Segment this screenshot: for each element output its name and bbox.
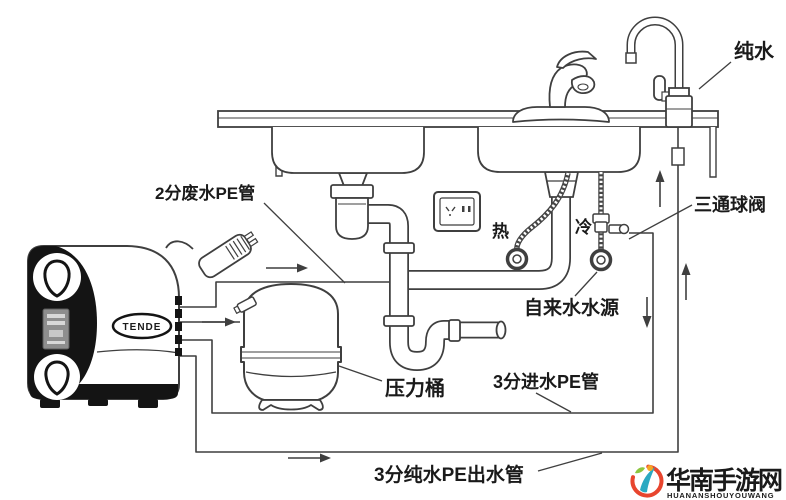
- faucet-lever: [556, 50, 597, 69]
- spout-tip: [625, 52, 637, 64]
- power-outlet: [433, 191, 481, 232]
- device-port: [175, 348, 182, 356]
- pure-pe-line: [179, 165, 679, 453]
- pressure-tank: [233, 283, 342, 411]
- water-purifier: TENDE: [27, 240, 194, 408]
- device-foot: [138, 399, 158, 408]
- tap-source-connector: [589, 248, 613, 272]
- pure-water-faucet: [625, 16, 693, 166]
- device-foot: [40, 399, 60, 408]
- hot-hose: [505, 172, 571, 271]
- flow-arrow-up-2: [681, 263, 691, 300]
- three-way-valve-fitting: [592, 213, 630, 235]
- leader-pure-out-pipe: [537, 452, 603, 472]
- inlet-pe-line: [179, 232, 654, 414]
- leader-waste-pipe: [263, 202, 346, 284]
- brand-badge: TENDE: [111, 312, 173, 340]
- label-cold: 冷: [575, 217, 592, 237]
- main-faucet: [512, 50, 610, 123]
- label-pure-water: 纯水: [734, 39, 775, 63]
- tank-base: [258, 399, 324, 411]
- watermark-logo: [630, 464, 664, 498]
- flow-arrow-right-bottom: [288, 453, 331, 463]
- pipe-joint-ring: [383, 315, 415, 327]
- display-panel: [42, 308, 70, 350]
- leader-inlet-pipe: [535, 392, 572, 413]
- flow-arrow-right-tank: [202, 317, 236, 327]
- leader-three-way-valve: [628, 204, 693, 240]
- leader-tap-source: [574, 271, 598, 297]
- label-pure-out-pipe: 3分纯水PE出水管: [374, 463, 524, 486]
- drain-flange: [337, 172, 369, 187]
- right-basin-drain-pipe: [404, 171, 580, 290]
- tank-valve: [233, 296, 257, 314]
- counter-apron-right: [709, 127, 717, 178]
- hose-loop-end: [505, 247, 529, 271]
- bottle-trap-body: [335, 197, 369, 240]
- label-tap-source: 自来水水源: [524, 296, 619, 319]
- flow-arrow-right-adapter: [266, 263, 308, 273]
- pipe-joint-ring: [448, 319, 461, 342]
- label-three-way-valve: 三通球阀: [694, 194, 766, 215]
- leader-pure-water: [698, 61, 732, 90]
- brand-badge-text: TENDE: [123, 322, 162, 333]
- label-pressure-tank: 压力桶: [385, 376, 445, 400]
- left-sink-basin: [271, 127, 425, 174]
- waste-pe-line: [179, 281, 400, 308]
- flow-arrow-up-1: [655, 170, 665, 207]
- drain-pipe-assembly: [330, 172, 507, 371]
- label-inlet-pipe: 3分进水PE管: [493, 371, 599, 392]
- pipe-joint-ring: [383, 242, 415, 254]
- power-adapter: [198, 231, 259, 279]
- label-hot: 热: [492, 221, 509, 241]
- right-sink-basin: [477, 127, 641, 173]
- power-cable: [165, 240, 194, 250]
- bottle-trap-cap: [330, 184, 374, 199]
- watermark-title: 华南手游网: [666, 466, 782, 495]
- device-foot: [88, 399, 108, 406]
- device-port: [175, 335, 182, 344]
- watermark-subtitle: HUANANSHOUYOUWANG: [667, 491, 774, 500]
- watermark: 华南手游网 HUANANSHOUYOUWANG: [630, 464, 784, 500]
- device-port: [175, 322, 182, 331]
- leader-pressure-tank: [338, 365, 383, 382]
- label-waste-pipe: 2分废水PE管: [155, 183, 255, 203]
- flow-arrow-down: [642, 297, 652, 328]
- device-port: [175, 309, 182, 318]
- cold-hose: [589, 172, 630, 272]
- tube-connector: [671, 147, 685, 166]
- device-port: [175, 296, 182, 305]
- flow-arrows: [202, 170, 691, 463]
